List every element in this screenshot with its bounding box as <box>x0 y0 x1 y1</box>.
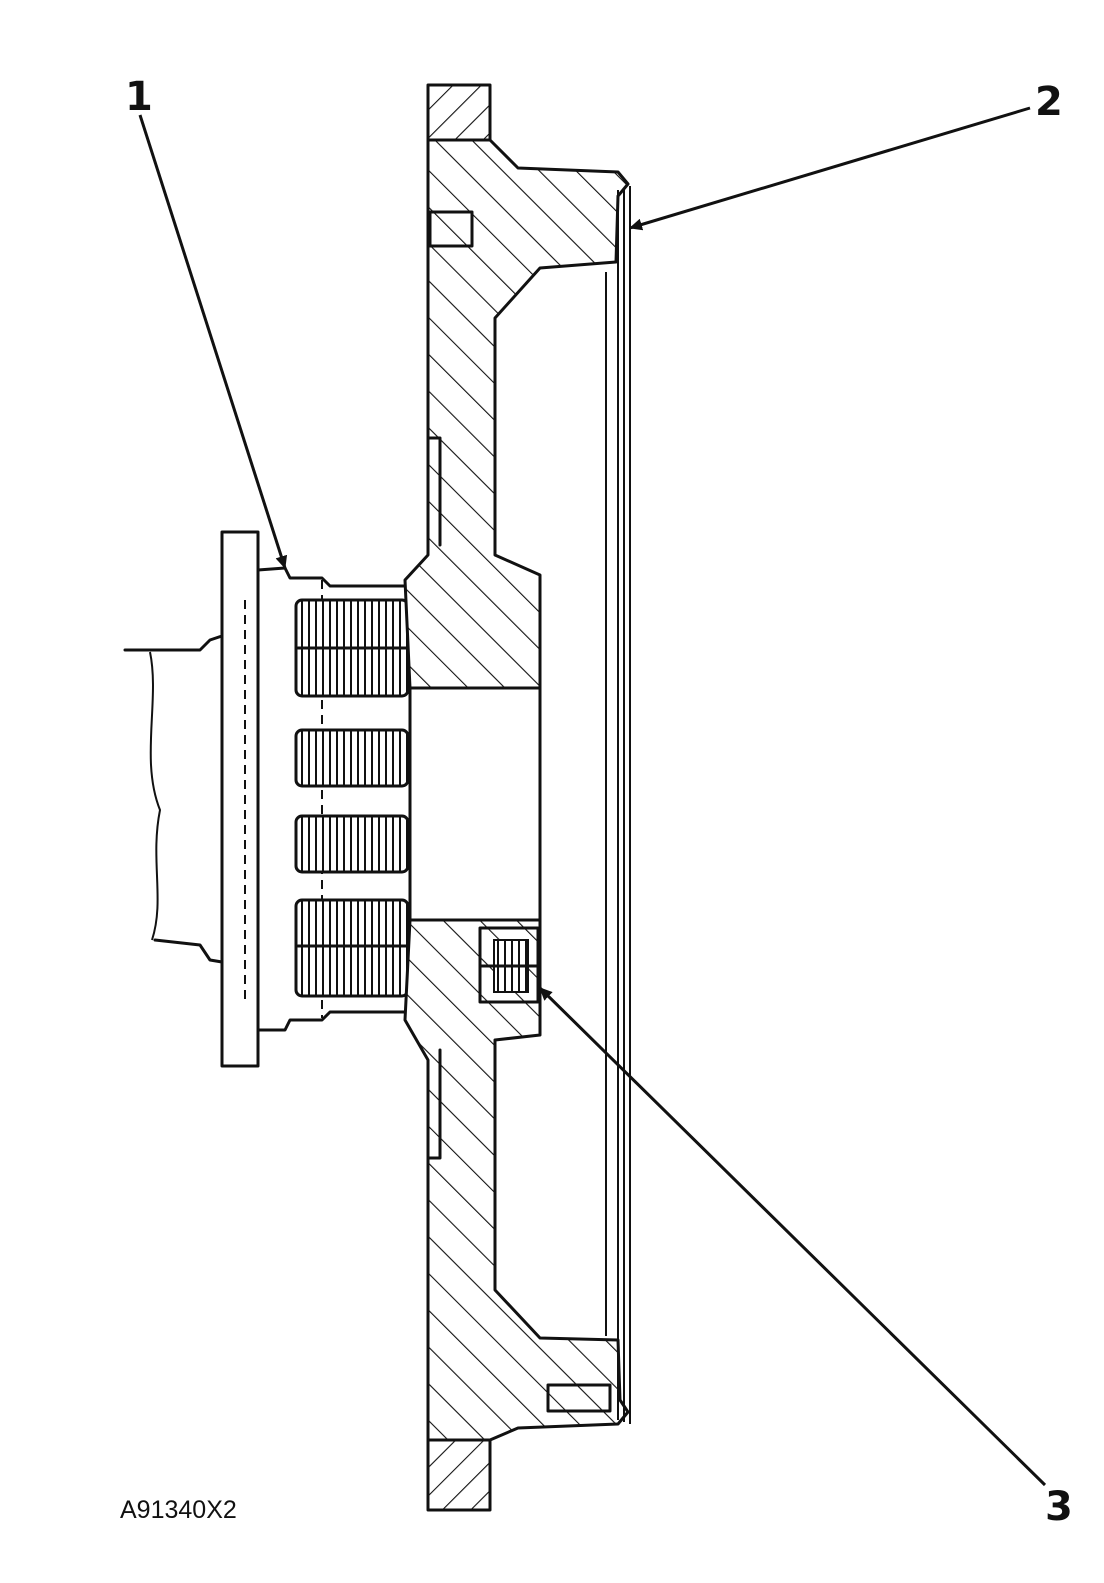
flywheel-body <box>403 83 630 1512</box>
leader-line-2 <box>629 106 1031 231</box>
pilot-bearing <box>478 926 540 1004</box>
callout-2: 2 <box>1035 79 1063 125</box>
leader-line-1 <box>138 114 288 569</box>
figure-code: A91340X2 <box>120 1496 237 1524</box>
callout-1: 1 <box>125 74 153 120</box>
flywheel-face <box>605 186 631 1424</box>
leader-line-3 <box>538 986 1047 1487</box>
callout-3: 3 <box>1045 1484 1073 1530</box>
